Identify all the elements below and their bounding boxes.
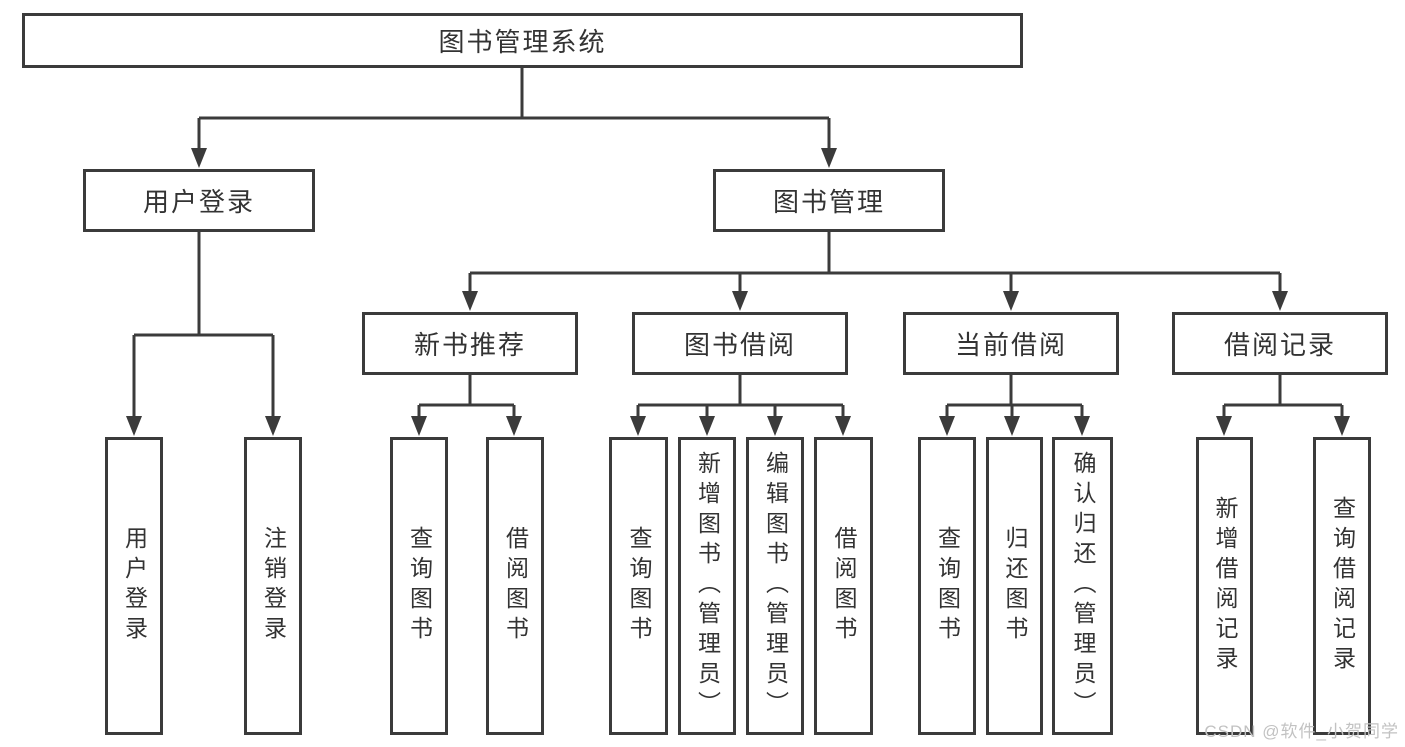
csdn-watermark: CSDN @软件_小贺同学 [1204, 722, 1399, 741]
node-current-borrow-label: 当前借阅 [954, 330, 1067, 360]
node-new-book-recommend-label: 新书推荐 [413, 330, 526, 360]
leaf-recommend-query-books-label: 查询图书 [406, 526, 433, 646]
leaf-recommend-borrow-books-label: 借阅图书 [502, 526, 529, 646]
leaf-logout-label: 注销登录 [260, 526, 287, 646]
node-borrow-records: 借阅记录 [1172, 312, 1388, 375]
node-new-book-recommend: 新书推荐 [362, 312, 578, 375]
leaf-current-return-books: 归还图书 [986, 437, 1043, 735]
node-root-system: 图书管理系统 [22, 13, 1023, 68]
leaf-records-add-record: 新增借阅记录 [1196, 437, 1253, 735]
leaf-records-add-record-label: 新增借阅记录 [1212, 496, 1238, 676]
node-current-borrow: 当前借阅 [903, 312, 1119, 375]
leaf-records-query-record: 查询借阅记录 [1313, 437, 1371, 735]
leaf-bookborrow-add-book-admin: 新增图书（管理员） [678, 437, 736, 735]
leaf-user-login-label: 用户登录 [121, 526, 148, 646]
leaf-current-confirm-return-admin-label: 确认归还（管理员） [1070, 451, 1096, 721]
leaf-logout: 注销登录 [244, 437, 302, 735]
leaf-bookborrow-borrow-books-label: 借阅图书 [831, 526, 857, 646]
node-user-login: 用户登录 [83, 169, 315, 232]
leaf-current-query-books-label: 查询图书 [934, 526, 961, 646]
leaf-current-return-books-label: 归还图书 [1002, 526, 1028, 646]
leaf-recommend-query-books: 查询图书 [390, 437, 448, 735]
node-book-borrow: 图书借阅 [632, 312, 848, 375]
leaf-records-query-record-label: 查询借阅记录 [1329, 496, 1356, 676]
node-root-system-label: 图书管理系统 [438, 27, 607, 57]
leaf-user-login: 用户登录 [105, 437, 163, 735]
node-book-management-label: 图书管理 [772, 187, 885, 217]
leaf-current-confirm-return-admin: 确认归还（管理员） [1052, 437, 1113, 735]
leaf-bookborrow-edit-book-admin: 编辑图书（管理员） [746, 437, 804, 735]
leaf-recommend-borrow-books: 借阅图书 [486, 437, 544, 735]
leaf-bookborrow-query-books: 查询图书 [609, 437, 668, 735]
node-book-borrow-label: 图书借阅 [683, 330, 796, 360]
leaf-bookborrow-query-books-label: 查询图书 [626, 526, 652, 646]
node-user-login-label: 用户登录 [142, 187, 255, 217]
leaf-bookborrow-borrow-books: 借阅图书 [814, 437, 873, 735]
leaf-current-query-books: 查询图书 [918, 437, 976, 735]
leaf-bookborrow-edit-book-admin-label: 编辑图书（管理员） [762, 451, 789, 721]
leaf-bookborrow-add-book-admin-label: 新增图书（管理员） [694, 451, 721, 721]
node-borrow-records-label: 借阅记录 [1223, 330, 1336, 360]
node-book-management: 图书管理 [713, 169, 945, 232]
